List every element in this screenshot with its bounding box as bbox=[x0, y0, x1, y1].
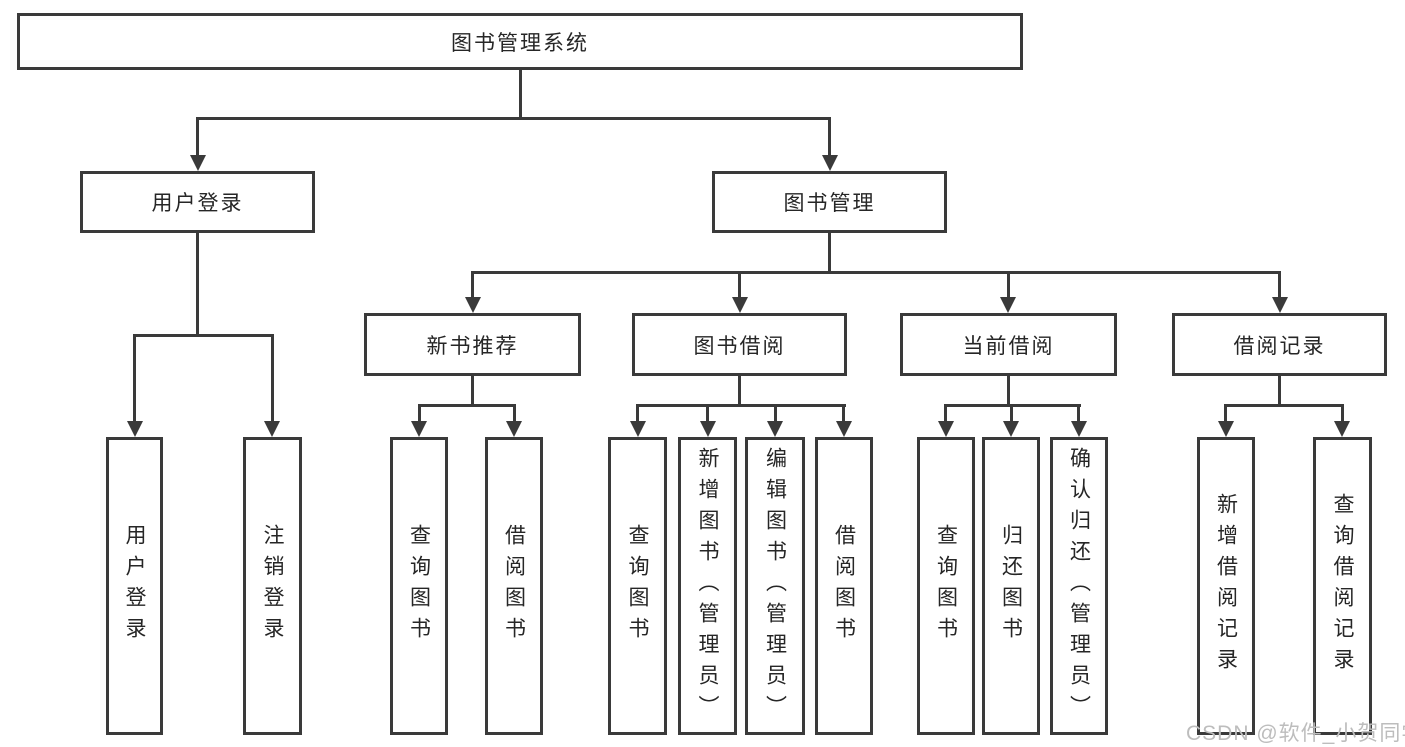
connector-root-trunk bbox=[519, 70, 522, 118]
node-borrow-records: 借阅记录 bbox=[1172, 313, 1387, 376]
node-new-book-recommend: 新书推荐 bbox=[364, 313, 581, 376]
arrow-down-icon bbox=[836, 421, 852, 437]
connector-stem-borrow-1 bbox=[636, 404, 639, 421]
leaf-user-login-label: 用户登录 bbox=[123, 524, 146, 648]
connector-manage-hbar bbox=[471, 271, 1281, 274]
leaf-borrow-borrow-book: 借阅图书 bbox=[815, 437, 873, 735]
leaf-recommend-borrow-book-label: 借阅图书 bbox=[502, 524, 526, 648]
connector-stem-current bbox=[1007, 271, 1010, 299]
connector-stem-records-2 bbox=[1341, 404, 1344, 421]
node-current-borrow-label: 当前借阅 bbox=[962, 334, 1055, 358]
node-book-management-label: 图书管理 bbox=[783, 192, 876, 215]
leaf-current-confirm-return-admin: 确认归还（管理员） bbox=[1050, 437, 1108, 735]
connector-stem-current-3 bbox=[1077, 404, 1080, 421]
connector-stem-records-1 bbox=[1224, 404, 1227, 421]
csdn-watermark: CSDN @软件_小贺同学 bbox=[1186, 722, 1405, 745]
leaf-borrow-edit-book-admin-label: 编辑图书（管理员） bbox=[763, 446, 787, 726]
connector-records-trunk bbox=[1278, 376, 1281, 405]
arrow-down-icon bbox=[506, 421, 522, 437]
leaf-borrow-query-book-label: 查询图书 bbox=[626, 524, 649, 648]
connector-login-hbar bbox=[133, 334, 274, 337]
leaf-add-borrow-record-label: 新增借阅记录 bbox=[1214, 493, 1238, 679]
arrow-down-icon bbox=[1003, 421, 1019, 437]
leaf-borrow-borrow-book-label: 借阅图书 bbox=[832, 524, 856, 648]
leaf-current-confirm-return-admin-label: 确认归还（管理员） bbox=[1067, 446, 1091, 726]
arrow-down-icon bbox=[264, 421, 280, 437]
arrow-down-icon bbox=[1218, 421, 1234, 437]
connector-stem-login-2 bbox=[271, 334, 274, 421]
connector-stem-manage bbox=[828, 117, 831, 155]
connector-stem-borrow-4 bbox=[842, 404, 845, 421]
leaf-current-return-book-label: 归还图书 bbox=[999, 524, 1023, 648]
connector-manage-trunk bbox=[828, 233, 831, 273]
leaf-current-return-book: 归还图书 bbox=[982, 437, 1040, 735]
leaf-logout: 注销登录 bbox=[243, 437, 302, 735]
leaf-current-query-book: 查询图书 bbox=[917, 437, 975, 735]
node-user-login-label: 用户登录 bbox=[151, 192, 244, 215]
node-root: 图书管理系统 bbox=[17, 13, 1023, 70]
connector-stem-current-1 bbox=[944, 404, 947, 421]
node-new-book-recommend-label: 新书推荐 bbox=[426, 334, 519, 358]
connector-recommend-hbar bbox=[418, 404, 516, 407]
arrow-down-icon bbox=[938, 421, 954, 437]
leaf-borrow-query-book: 查询图书 bbox=[608, 437, 667, 735]
arrow-down-icon bbox=[700, 421, 716, 437]
arrow-down-icon bbox=[127, 421, 143, 437]
node-borrow-records-label: 借阅记录 bbox=[1233, 334, 1326, 358]
connector-stem-borrow bbox=[738, 271, 741, 299]
leaf-query-borrow-record-label: 查询借阅记录 bbox=[1331, 493, 1354, 679]
node-current-borrow: 当前借阅 bbox=[900, 313, 1117, 376]
connector-stem-records bbox=[1278, 271, 1281, 299]
arrow-down-icon bbox=[1272, 297, 1288, 313]
node-root-label: 图书管理系统 bbox=[451, 31, 589, 55]
arrow-down-icon bbox=[411, 421, 427, 437]
leaf-borrow-edit-book-admin: 编辑图书（管理员） bbox=[745, 437, 805, 735]
leaf-recommend-query-book-label: 查询图书 bbox=[407, 524, 431, 648]
leaf-recommend-query-book: 查询图书 bbox=[390, 437, 448, 735]
connector-stem-borrow-3 bbox=[774, 404, 777, 421]
leaf-borrow-add-book-admin-label: 新增图书（管理员） bbox=[696, 446, 719, 726]
leaf-add-borrow-record: 新增借阅记录 bbox=[1197, 437, 1255, 735]
leaf-user-login: 用户登录 bbox=[106, 437, 163, 735]
leaf-logout-label: 注销登录 bbox=[261, 524, 284, 648]
connector-stem-recommend-2 bbox=[513, 404, 516, 421]
connector-stem-current-2 bbox=[1010, 404, 1013, 421]
leaf-recommend-borrow-book: 借阅图书 bbox=[485, 437, 543, 735]
connector-login-trunk bbox=[196, 233, 199, 335]
connector-borrow-hbar bbox=[636, 404, 846, 407]
connector-recommend-trunk bbox=[471, 376, 474, 405]
arrow-down-icon bbox=[822, 155, 838, 171]
node-book-borrow: 图书借阅 bbox=[632, 313, 847, 376]
connector-current-trunk bbox=[1007, 376, 1010, 405]
arrow-down-icon bbox=[1334, 421, 1350, 437]
connector-stem-login bbox=[196, 117, 199, 155]
arrow-down-icon bbox=[1000, 297, 1016, 313]
connector-stem-login-1 bbox=[133, 334, 136, 421]
connector-stem-recommend bbox=[471, 271, 474, 299]
arrow-down-icon bbox=[1071, 421, 1087, 437]
connector-records-hbar bbox=[1224, 404, 1344, 407]
leaf-borrow-add-book-admin: 新增图书（管理员） bbox=[678, 437, 737, 735]
arrow-down-icon bbox=[465, 297, 481, 313]
arrow-down-icon bbox=[767, 421, 783, 437]
node-user-login: 用户登录 bbox=[80, 171, 315, 233]
leaf-query-borrow-record: 查询借阅记录 bbox=[1313, 437, 1372, 735]
arrow-down-icon bbox=[630, 421, 646, 437]
arrow-down-icon bbox=[190, 155, 206, 171]
leaf-current-query-book-label: 查询图书 bbox=[934, 524, 958, 648]
connector-root-hbar bbox=[196, 117, 831, 120]
connector-borrow-trunk bbox=[738, 376, 741, 405]
connector-stem-recommend-1 bbox=[418, 404, 421, 421]
connector-stem-borrow-2 bbox=[706, 404, 709, 421]
arrow-down-icon bbox=[732, 297, 748, 313]
node-book-borrow-label: 图书借阅 bbox=[693, 334, 786, 358]
node-book-management: 图书管理 bbox=[712, 171, 947, 233]
